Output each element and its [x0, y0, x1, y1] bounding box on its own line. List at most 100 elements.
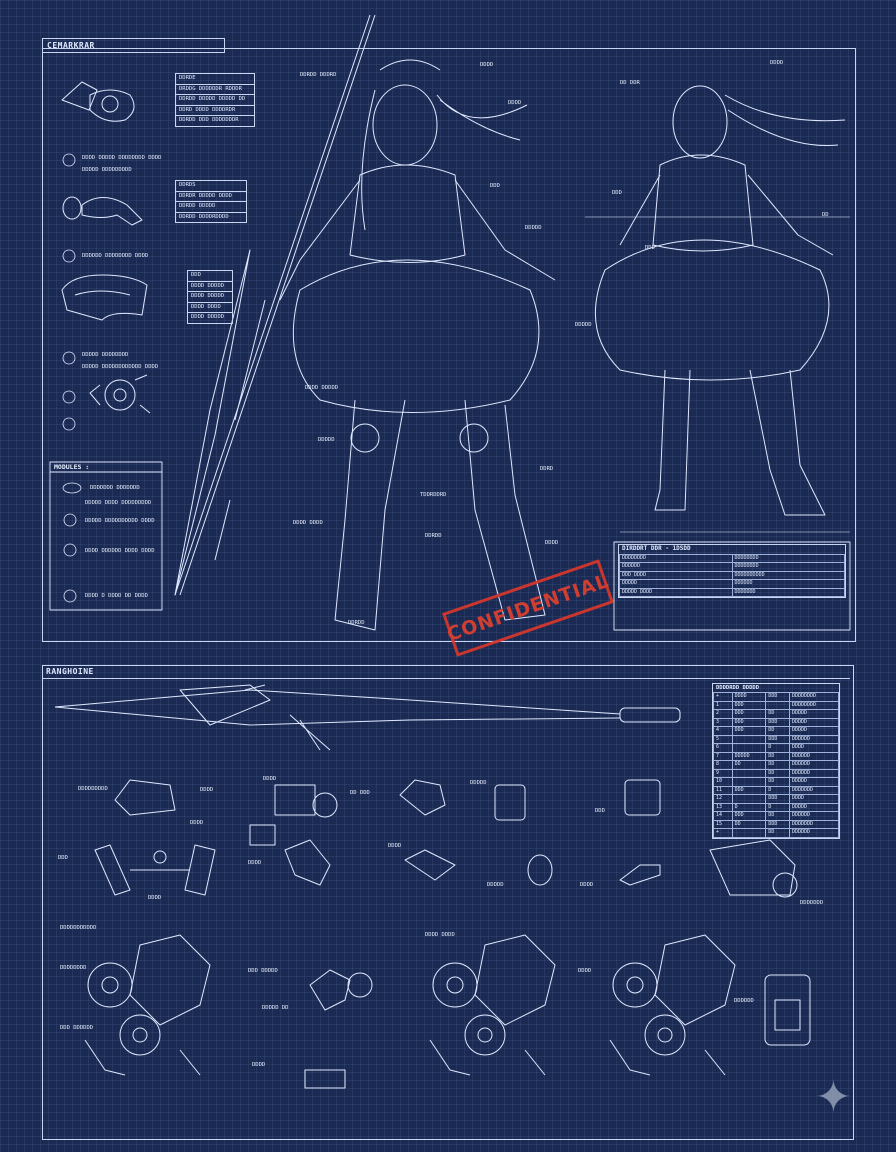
- part-label: DDDD: [148, 895, 162, 901]
- cell: DDDDDDD: [731, 587, 845, 598]
- cell: +: [713, 692, 733, 702]
- cell: DDDD: [731, 692, 767, 702]
- part-label: DDDDD: [487, 882, 504, 888]
- figure-label: DDRD: [540, 466, 554, 472]
- part-label: DDDD: [578, 968, 592, 974]
- cell: DDD: [765, 734, 790, 745]
- cell: DDDDDD: [788, 734, 840, 745]
- part-label: DDD: [58, 855, 68, 861]
- callout-row: DDDD DDDDD: [191, 314, 225, 320]
- spear-drawing: [174, 14, 376, 596]
- cell: DDD: [731, 726, 767, 736]
- character-front-drawing: [279, 59, 556, 631]
- step-note: DDDDDD DDDDDDDD DDDD: [82, 253, 149, 259]
- part-label: DDDDDDDDD: [78, 786, 108, 792]
- cell: DD: [765, 760, 790, 770]
- cell: DDDDD DDDD: [619, 587, 733, 598]
- callout-row: DDRDD DDDDD DDDDD DD: [176, 95, 254, 106]
- figure-label: DDDDD: [525, 225, 542, 231]
- step-circles: [62, 153, 76, 431]
- cell: DDDDDDDD: [731, 553, 845, 564]
- cell: DDDDDD: [788, 768, 840, 779]
- part-label: DDDDDDD: [800, 900, 824, 906]
- part-label: DDD: [595, 808, 605, 814]
- step-note: DDDD DDDDD DDDDDDDD DDDD: [82, 155, 162, 161]
- callout-box-1: DDRDE DRDDG DDDDDDR RDDDR DDRDD DDDDD DD…: [175, 73, 255, 127]
- figure-label: DDD: [490, 183, 500, 189]
- step-note: DDDDD DDDDDDDD: [82, 352, 129, 358]
- cell: 6: [713, 743, 733, 753]
- callout-row: DDRDD DDD DDDDDDDR: [179, 117, 239, 123]
- sparkle-watermark-icon: ✦: [815, 1072, 852, 1123]
- cell: DD: [731, 819, 767, 830]
- cell: DDDDDDDD: [788, 692, 840, 702]
- part-label: DDDDDDDDDDD: [60, 925, 97, 931]
- part-label: DDDD: [252, 1062, 266, 1068]
- cell: 2: [713, 709, 733, 719]
- arm-part-drawing: [61, 81, 135, 122]
- cell: 14: [713, 811, 733, 821]
- cell: DDD: [765, 692, 790, 702]
- part-label: DD DDD: [350, 790, 370, 796]
- figure-label: DDRDD: [425, 533, 442, 539]
- cell: DDDDDDD: [788, 819, 840, 830]
- cell: DDDDD: [619, 579, 733, 589]
- cell: DDDDDDDD: [788, 700, 840, 711]
- cell: DDDDD: [788, 777, 840, 787]
- cell: DDDDDD: [731, 579, 845, 589]
- cell: 3: [713, 717, 733, 728]
- callout-title: DDRDS: [176, 181, 246, 192]
- cell: DDDDD: [788, 709, 840, 719]
- part-label: DDD DDDDDD: [60, 1025, 94, 1031]
- part-label: DDDDDD: [734, 998, 754, 1004]
- parts-table-title: DDDDRDD DDDDD: [716, 685, 760, 691]
- cell: DDDDDDDDDD: [731, 570, 845, 581]
- side-label: DDD: [645, 245, 655, 251]
- cell: +: [713, 828, 733, 838]
- part-label: DDDD: [263, 776, 277, 782]
- cell: [731, 768, 767, 779]
- cell: [731, 828, 767, 838]
- part-label: DDD DDDDD: [248, 968, 278, 974]
- cell: DDDDDD: [788, 751, 840, 762]
- side-label: DDDD: [770, 60, 784, 66]
- parts-drawings: [84, 779, 811, 1089]
- cell: 13: [713, 802, 733, 813]
- cell: DDDDDD: [788, 828, 840, 838]
- cell: DD: [765, 828, 790, 838]
- module-item: DDDD D DDDD DD DDDD: [85, 593, 148, 599]
- figure-label: DDRDD DDDRD: [300, 72, 337, 78]
- bottom-panel-title: RANGHOINE: [42, 665, 850, 679]
- module-item: DDDDD DDDDDDDDDD DDDD: [85, 518, 155, 524]
- joint-part-drawing: [62, 196, 143, 226]
- cell: DDDDDD: [788, 760, 840, 770]
- cell: DD: [765, 768, 790, 779]
- cell: 11: [713, 785, 733, 796]
- callout-row: DDRDD DDDDRDDDD: [179, 213, 229, 220]
- callout-row: DDRD DDDD DDDDRDR: [176, 106, 254, 116]
- figure-label: DDDD: [480, 62, 494, 68]
- top-panel-title: CEMARKRAR: [42, 38, 225, 53]
- cell: DDD: [731, 785, 767, 796]
- cell: 7: [713, 751, 733, 762]
- part-label: DDDD: [388, 843, 402, 849]
- cell: [731, 777, 767, 787]
- figure-label: TDDRDDRD: [420, 492, 447, 498]
- cell: 5: [713, 734, 733, 745]
- cell: DD: [765, 811, 790, 821]
